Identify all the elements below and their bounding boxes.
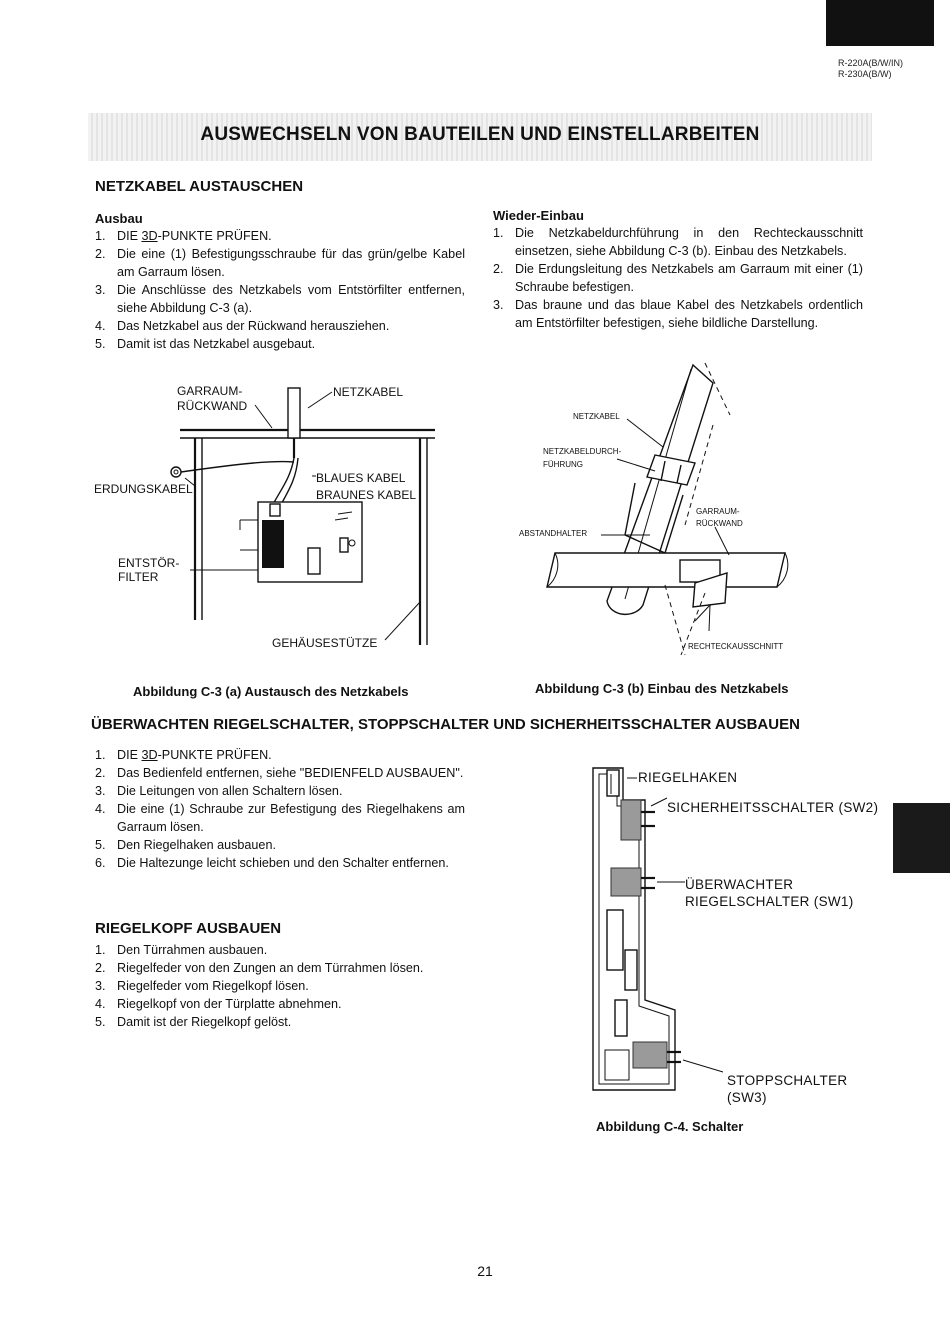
model-line-2: R-230A(B/W) <box>838 69 892 79</box>
list-item: 1.Den Türrahmen ausbauen. <box>95 943 268 957</box>
list-item: 4.Riegelkopf von der Türplatte abnehmen. <box>95 997 342 1011</box>
label-netzkabeldurchfuehrung: NETZKABELDURCH- FÜHRUNG <box>543 447 622 469</box>
riegelkopf-heading: RIEGELKOPF AUSBAUEN <box>95 920 282 937</box>
latch-hook <box>606 769 620 797</box>
caption-c3a: Abbildung C-3 (a) Austausch des Netzkabe… <box>133 684 409 699</box>
label-entstoerfilter: ENTSTÖR- FILTER <box>118 556 180 584</box>
label-gehaeusestuetze: GEHÄUSESTÜTZE <box>272 636 378 650</box>
page-number: 21 <box>477 1263 493 1279</box>
ausbau-steps: 1.DIE 3D-PUNKTE PRÜFEN. 2.Die eine (1) B… <box>95 227 465 353</box>
figure-c3a-drawing <box>170 387 435 645</box>
list-item: 2.Die eine (1) Befestigungsschraube für … <box>95 247 465 279</box>
list-item: 6.Die Haltezunge leicht schieben und den… <box>95 856 449 870</box>
list-item: 1.Die Netzkabeldurchführung in den Recht… <box>493 226 863 258</box>
label-netzkabel-a: NETZKABEL <box>333 385 404 399</box>
label-erdungskabel: ERDUNGSKABEL <box>94 482 193 496</box>
list-item: 2.Riegelfeder von den Zungen an dem Türr… <box>95 961 424 975</box>
switch-frame <box>592 767 676 1091</box>
list-item: 3.Das braune und das blaue Kabel des Net… <box>493 298 863 330</box>
schalter-steps: 1.DIE 3D-PUNKTE PRÜFEN. 2.Das Bedienfeld… <box>95 746 465 872</box>
ausbau-heading: Ausbau <box>95 211 143 226</box>
stop-switch-sw3 <box>632 1041 668 1069</box>
list-item: 3.Die Leitungen von allen Schaltern löse… <box>95 784 343 798</box>
caption-c4: Abbildung C-4. Schalter <box>596 1119 744 1134</box>
list-item: 1.DIE 3D-PUNKTE PRÜFEN. <box>95 748 272 762</box>
list-item: 5.Den Riegelhaken ausbauen. <box>95 838 276 852</box>
ground-screw <box>170 466 182 478</box>
ground-cable <box>180 460 295 473</box>
label-ueberwachter-riegelschalter: ÜBERWACHTER RIEGELSCHALTER (SW1) <box>685 877 854 909</box>
model-numbers: R-220A(B/W/IN) R-230A(B/W) <box>838 58 903 80</box>
spacer <box>624 482 684 554</box>
list-item: 3.Riegelfeder vom Riegelkopf lösen. <box>95 979 309 993</box>
model-line-1: R-220A(B/W/IN) <box>838 58 904 68</box>
label-sicherheitsschalter: SICHERHEITSSCHALTER (SW2) <box>667 800 879 815</box>
einbau-section: Wieder-Einbau 1.Die Netzkabeldurchführun… <box>493 208 863 332</box>
riegelkopf-steps: 1.Den Türrahmen ausbauen. 2.Riegelfeder … <box>95 941 465 1031</box>
label-netzkabel-b: NETZKABEL <box>573 412 620 421</box>
safety-switch-sw2 <box>620 799 642 841</box>
list-item: 5.Damit ist der Riegelkopf gelöst. <box>95 1015 292 1029</box>
label-garraum-rueckwand: GARRAUM- RÜCKWAND <box>177 384 248 413</box>
einbau-heading: Wieder-Einbau <box>493 208 584 223</box>
latch-switch-sw1 <box>610 867 642 897</box>
figure-c3b-drawing <box>546 362 789 656</box>
cable-entry <box>287 387 301 439</box>
ausbau-section: Ausbau 1.DIE 3D-PUNKTE PRÜFEN. 2.Die ein… <box>95 211 465 353</box>
figure-c4-drawing <box>592 767 724 1091</box>
list-item: 1.DIE 3D-PUNKTE PRÜFEN. <box>95 229 272 243</box>
power-cable <box>606 363 714 615</box>
list-item: 2.Das Bedienfeld entfernen, siehe "BEDIE… <box>95 766 464 780</box>
list-item: 3.Die Anschlüsse des Netzkabels vom Ents… <box>95 283 465 315</box>
rear-wall <box>546 552 786 588</box>
label-blaues-kabel: BLAUES KABEL <box>316 471 406 485</box>
label-braunes-kabel: BRAUNES KABEL <box>316 488 417 502</box>
einbau-steps: 1.Die Netzkabeldurchführung in den Recht… <box>493 224 863 332</box>
label-garraum-rueckwand-b: GARRAUM- RÜCKWAND <box>696 507 743 528</box>
label-abstandhalter: ABSTANDHALTER <box>519 529 588 538</box>
list-item: 5.Damit ist das Netzkabel ausgebaut. <box>95 337 316 351</box>
filter-part <box>262 520 284 568</box>
side-tab-marker <box>893 803 950 873</box>
schalter-section: 1.DIE 3D-PUNKTE PRÜFEN. 2.Das Bedienfeld… <box>95 746 465 872</box>
list-item: 2.Die Erdungsleitung des Netzkabels am G… <box>493 262 863 294</box>
label-riegelhaken: RIEGELHAKEN <box>638 770 738 785</box>
label-rechteckausschnitt: RECHTECKAUSSCHNITT <box>688 642 784 651</box>
label-stoppschalter: STOPPSCHALTER (SW3) <box>727 1073 848 1105</box>
list-item: 4.Das Netzkabel aus der Rückwand herausz… <box>95 319 390 333</box>
title-band <box>88 113 872 161</box>
schalter-heading: ÜBERWACHTEN RIEGELSCHALTER, STOPPSCHALTE… <box>91 716 800 733</box>
netzkabel-heading: NETZKABEL AUSTAUSCHEN <box>95 178 304 195</box>
caption-c3b: Abbildung C-3 (b) Einbau des Netzkabels <box>535 681 789 696</box>
riegelkopf-section: 1.Den Türrahmen ausbauen. 2.Riegelfeder … <box>95 941 465 1031</box>
page-title: AUSWECHSELN VON BAUTEILEN UND EINSTELLAR… <box>200 124 760 145</box>
corner-black-block <box>826 0 934 46</box>
list-item: 4.Die eine (1) Schraube zur Befestigung … <box>95 802 465 834</box>
